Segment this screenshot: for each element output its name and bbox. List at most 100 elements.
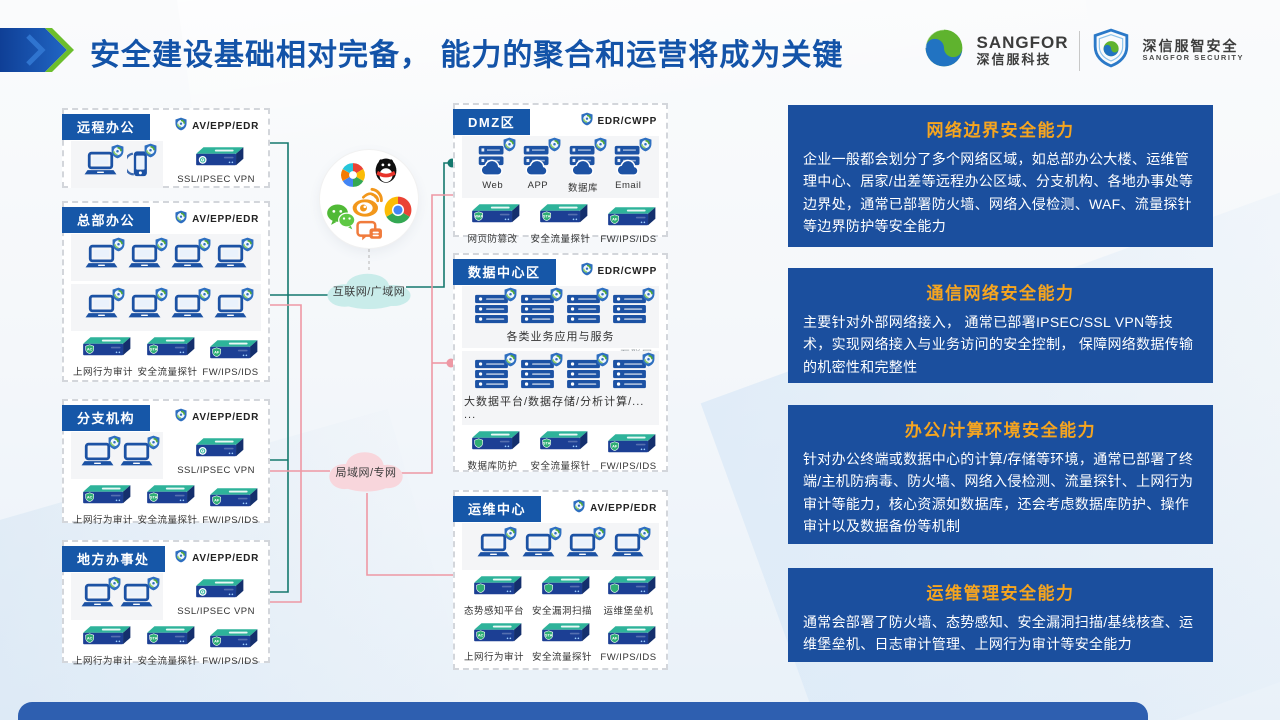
rack-server-icon <box>565 287 609 325</box>
panel-body: 主要针对外部网络接入， 通常已部署IPSEC/SSL VPN等技术，实现网络接入… <box>803 314 1194 375</box>
device-label: 上网行为审计 <box>73 655 134 667</box>
device-label: 数据库 <box>568 183 599 194</box>
device-label: 安全流量探针 <box>532 652 593 663</box>
server-item: Email <box>612 137 652 194</box>
server-icon <box>567 137 606 177</box>
device-label: APP <box>527 180 549 191</box>
laptop-icon <box>522 526 562 559</box>
zone-label: 总部办公 <box>62 207 151 233</box>
laptop-icon <box>81 576 121 609</box>
capability-panel: 通信网络安全能力主要针对外部网络接入， 通常已部署IPSEC/SSL VPN等技… <box>788 268 1213 383</box>
appliance-icon: STA <box>532 201 589 231</box>
device-label: SSL/IPSEC VPN <box>177 173 255 185</box>
appliance-icon: AF <box>202 337 259 367</box>
endpoint-row <box>71 573 164 620</box>
zone-label: 地方办事处 <box>62 546 165 572</box>
brand-security-cn: 深信服智安全 <box>1142 38 1239 55</box>
endpoint-row <box>71 432 164 479</box>
device-label: 网页防篡改 <box>467 233 518 245</box>
bottom-accent-bar <box>18 702 1148 720</box>
shield-icon <box>110 144 125 159</box>
shield-icon <box>592 526 607 541</box>
zone-protection-badge: AV/EPP/EDR <box>174 549 259 568</box>
shield-icon <box>154 237 169 252</box>
shield-icon <box>107 435 122 450</box>
page-title: 安全建设基础相对完备， 能力的聚合和运营将成为关键 <box>90 39 844 72</box>
shield-icon <box>197 237 212 252</box>
zone-protection-badge: AV/EPP/EDR <box>174 117 259 136</box>
laptop-icon <box>85 237 125 270</box>
svg-text:AF: AF <box>214 498 220 503</box>
svg-text:AF: AF <box>612 444 618 449</box>
lan-cloud-label: 局域网/专网 <box>335 466 397 479</box>
appliance-icon: STA <box>139 334 196 364</box>
panel-body: 通常会部署了防火墙、态势感知、安全漏洞扫描/基线核查、运维堡垒机、日志审计管理、… <box>803 614 1194 653</box>
shield-icon <box>595 287 610 302</box>
zone-protection-badge: EDR/CWPP <box>580 112 658 131</box>
shield-icon <box>580 112 594 131</box>
rack-server-icon <box>519 287 563 325</box>
brand-logos: SANGFOR 深信服科技 深信服智安全 SANGFOR SECURITY <box>923 27 1244 74</box>
vpn-appliance-icon <box>188 144 245 174</box>
svg-text:AC: AC <box>86 636 92 641</box>
zone-badge-label: EDR/CWPP <box>597 116 657 127</box>
zone-badge-label: AV/EPP/EDR <box>192 214 259 225</box>
laptop-icon <box>120 435 160 468</box>
device-label: 上网行为审计 <box>464 652 525 663</box>
rack-server-icon <box>519 352 563 390</box>
appliance-icon: STA <box>534 620 591 650</box>
zone-label: 数据中心区 <box>453 259 556 285</box>
device-label: 上网行为审计 <box>73 366 134 378</box>
zone-label: 远程办公 <box>62 114 151 140</box>
capability-panel: 办公/计算环境安全能力针对办公终端或数据中心的计算/存储等环境，通常已部署了终端… <box>788 405 1213 544</box>
shield-icon <box>143 143 158 158</box>
zone-protection-badge: AV/EPP/EDR <box>174 408 259 427</box>
svg-text:AC: AC <box>86 347 92 352</box>
laptop-icon <box>85 287 125 320</box>
shield-icon <box>503 526 518 541</box>
laptop-icon <box>171 237 211 270</box>
security-appliance: 运维堡垒机 <box>600 573 657 617</box>
vpn-appliance: SSL/IPSEC VPN <box>177 576 255 617</box>
svg-text:STA: STA <box>150 636 158 641</box>
svg-text:WAF: WAF <box>474 214 483 219</box>
device-label: FW/IPS/IDS <box>202 514 259 526</box>
zone-label: 分支机构 <box>62 405 151 431</box>
svg-text:STA: STA <box>150 347 158 352</box>
server-icon <box>521 137 561 177</box>
server-item: Web <box>476 137 516 194</box>
panel-body: 企业一般都会划分了多个网络区域，如总部办公大楼、运维管理中心、居家/出差等远程办… <box>803 151 1194 235</box>
appliance-row: 态势感知平台安全漏洞扫描运维堡垒机 <box>462 573 659 617</box>
shield-icon <box>547 137 562 152</box>
shield-icon <box>641 287 656 302</box>
laptop-icon <box>81 435 121 468</box>
rack-server-icon <box>611 352 655 390</box>
appliance-icon: STA <box>532 428 589 458</box>
shield-icon <box>638 137 653 152</box>
laptop-icon <box>214 287 254 320</box>
zone-badge-label: AV/EPP/EDR <box>192 412 259 423</box>
device-label: 上网行为审计 <box>73 514 134 526</box>
server-item: APP <box>521 137 561 194</box>
chrome-icon <box>384 196 412 224</box>
shield-icon <box>146 576 161 591</box>
shield-icon <box>174 117 188 136</box>
security-shield-icon <box>1091 28 1131 73</box>
appliance-icon <box>466 573 523 603</box>
shield-icon <box>593 137 608 152</box>
zone-protection-badge: AV/EPP/EDR <box>174 210 259 229</box>
